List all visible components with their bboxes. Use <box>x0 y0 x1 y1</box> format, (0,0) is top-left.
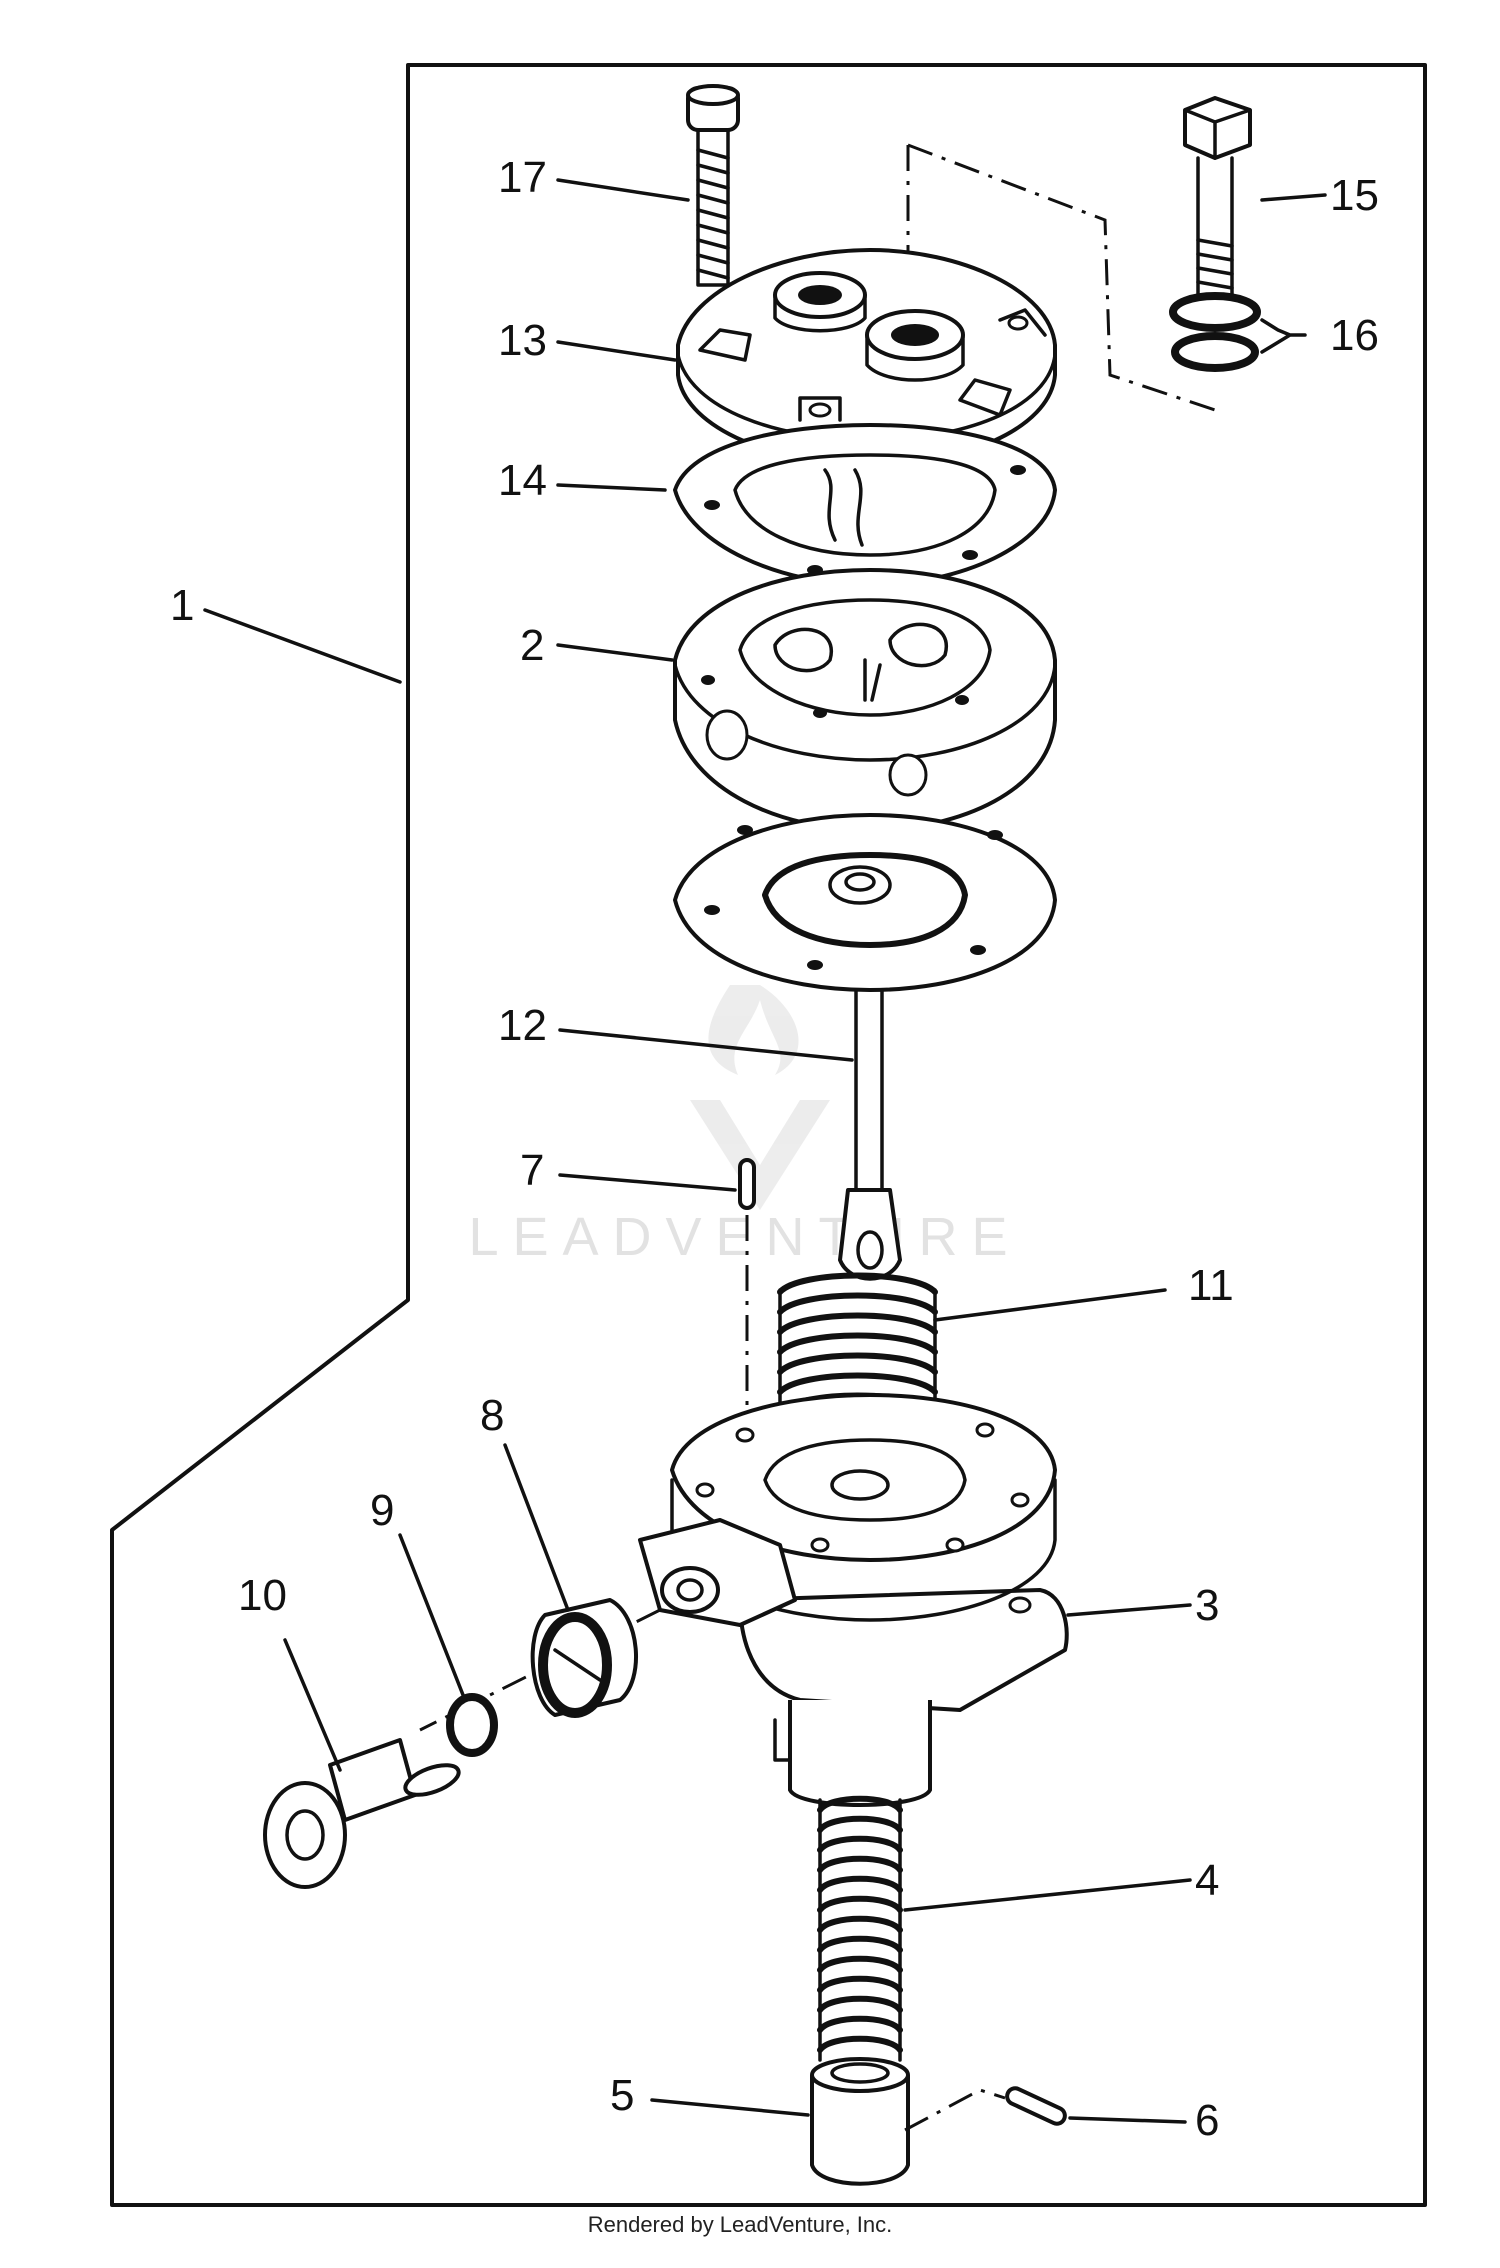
callout-5: 5 <box>610 2071 634 2120</box>
leader-lines <box>203 178 1327 2124</box>
washers-16-part <box>1169 292 1261 372</box>
pump-body-2-part <box>673 568 1057 832</box>
callout-4: 4 <box>1195 1856 1219 1905</box>
lower-housing-3-part <box>638 1393 1069 1807</box>
callout-10: 10 <box>238 1571 287 1620</box>
callout-6: 6 <box>1195 2096 1219 2145</box>
fitting-10-part <box>263 1738 461 1889</box>
alignment-line-top <box>906 143 1216 412</box>
top-cover-13-part <box>676 248 1057 467</box>
callout-12: 12 <box>498 1001 547 1050</box>
pin-7-part <box>738 1158 756 1210</box>
alignment-line-pin-6 <box>904 2088 1006 2132</box>
assembly-bracket <box>110 63 1427 2207</box>
callout-2: 2 <box>520 621 544 670</box>
o-ring-9-part <box>446 1693 498 1757</box>
cap-5-part <box>810 2057 910 2186</box>
callout-labels: 1 2 3 4 5 6 7 8 9 10 11 12 13 14 15 16 1… <box>170 153 1379 2145</box>
bolt-17-part <box>686 84 740 287</box>
gasket-14-part <box>673 423 1057 587</box>
render-credit: Rendered by LeadVenture, Inc. <box>588 2212 893 2237</box>
callout-1: 1 <box>170 581 194 630</box>
callout-3: 3 <box>1195 1581 1219 1630</box>
callout-8: 8 <box>480 1391 504 1440</box>
watermark-logo <box>690 985 830 1210</box>
callout-9: 9 <box>370 1486 394 1535</box>
diaphragm-part <box>673 813 1057 992</box>
pin-6-part <box>1005 2086 1067 2126</box>
callout-17: 17 <box>498 153 547 202</box>
watermark-text: LEADVENTURE <box>468 1207 1021 1267</box>
callout-14: 14 <box>498 456 547 505</box>
callout-13: 13 <box>498 316 547 365</box>
rod-12-part <box>838 988 902 1281</box>
spring-4-part <box>817 1795 903 2062</box>
callout-11: 11 <box>1188 1261 1234 1310</box>
callout-16: 16 <box>1330 311 1379 360</box>
callout-15: 15 <box>1330 171 1379 220</box>
bolt-15-part <box>1183 96 1252 302</box>
filter-8-part <box>530 1598 638 1718</box>
callout-7: 7 <box>520 1146 544 1195</box>
